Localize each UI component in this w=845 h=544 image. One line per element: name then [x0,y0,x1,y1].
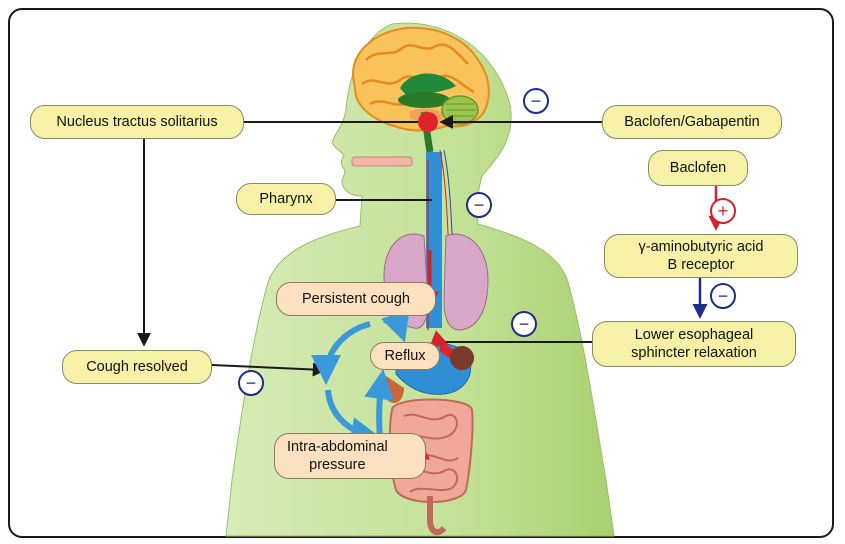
svg-text:−: − [531,91,542,111]
inhibit-symbol-brain: − [524,89,548,113]
label-pharynx: Pharynx [236,183,336,215]
label-text: Baclofen/Gabapentin [624,113,759,131]
label-baclofen: Baclofen [648,150,748,186]
label-cough-resolved: Cough resolved [62,350,212,384]
inhibit-symbol-pharynx: − [467,193,491,217]
nts-nucleus-dot [418,112,438,132]
label-text: Pharynx [259,190,312,208]
label-gaba-b-receptor: γ-aminobutyric acid B receptor [604,234,798,278]
label-text: γ-aminobutyric acid [639,238,764,256]
svg-text:−: − [718,286,729,306]
label-text: pressure [287,456,388,474]
activate-symbol: + [711,199,735,223]
label-text: Lower esophageal [631,326,757,344]
label-lower-esophageal-sphincter-relaxation: Lower esophageal sphincter relaxation [592,321,796,367]
liver-small [450,346,474,370]
label-text: Nucleus tractus solitarius [56,113,217,131]
label-text: Baclofen [670,159,726,177]
inhibit-symbol-les: − [512,312,536,336]
label-text: sphincter relaxation [631,344,757,362]
label-nucleus-tractus-solitarius: Nucleus tractus solitarius [30,105,244,139]
label-text: Reflux [384,347,425,365]
inhibit-symbol-cough-resolved: − [239,371,263,395]
label-intra-abdominal-pressure: Intra-abdominal pressure [274,433,426,479]
label-text: B receptor [639,256,764,274]
label-reflux: Reflux [370,342,440,370]
label-baclofen-gabapentin: Baclofen/Gabapentin [602,105,782,139]
inhibit-symbol-gabab: − [711,284,735,308]
label-text: Persistent cough [302,290,410,308]
svg-text:−: − [246,373,257,393]
svg-text:−: − [519,314,530,334]
label-text: Intra-abdominal [287,438,388,456]
svg-text:+: + [718,201,729,221]
pharynx-tract [352,157,412,166]
label-persistent-cough: Persistent cough [276,282,436,316]
label-text: Cough resolved [86,358,188,376]
svg-text:−: − [474,195,485,215]
